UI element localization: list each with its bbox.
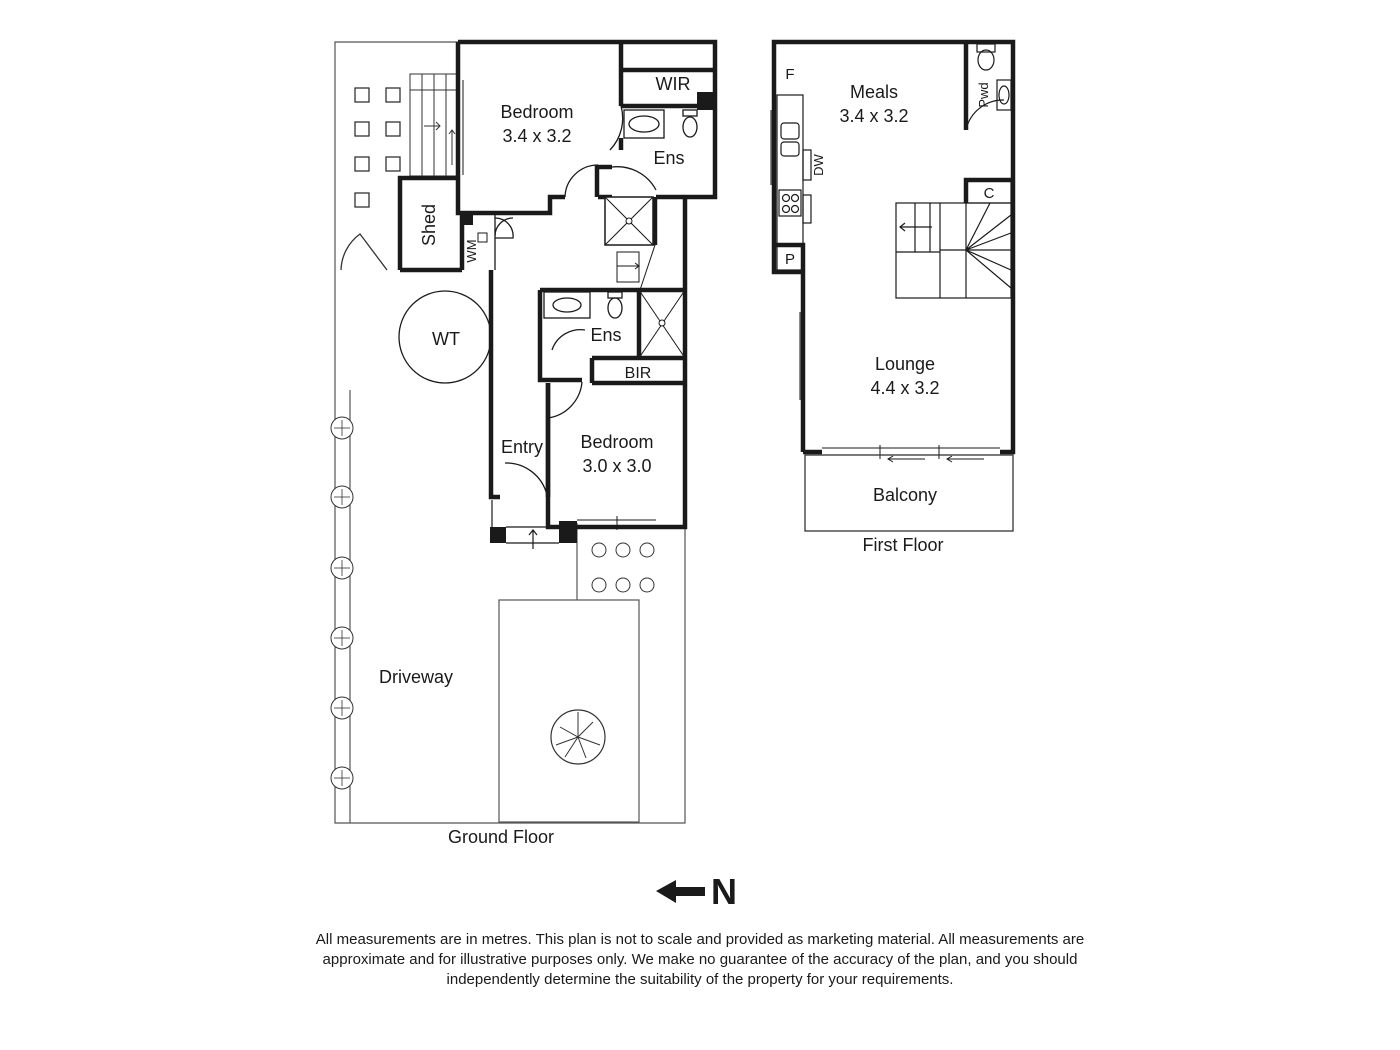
balcony-outline (804, 454, 1014, 532)
lounge-name: Lounge (875, 354, 935, 374)
north-arrow: N (656, 871, 737, 912)
driveway-label: Driveway (379, 667, 453, 687)
bir-label: BIR (625, 365, 652, 382)
f-label: F (785, 66, 794, 83)
wir-label: WIR (656, 74, 691, 94)
ens1-label: Ens (653, 148, 684, 168)
wt-label: WT (432, 329, 460, 349)
north-label: N (711, 871, 737, 912)
wm-label: WM (464, 239, 479, 262)
disclaimer-line-3: independently determine the suitability … (446, 971, 954, 988)
disclaimer: All measurements are in metres. This pla… (200, 930, 1200, 990)
p-label: P (785, 251, 795, 268)
bedroom2-size: 3.0 x 3.0 (582, 456, 651, 476)
dw-label: DW (811, 153, 826, 175)
side-gate-icon (340, 233, 388, 271)
pwd-label: Pwd (976, 82, 991, 107)
garden-bed (498, 599, 640, 823)
internal-stairs-first (895, 202, 1012, 299)
external-steps (409, 73, 459, 177)
bedroom2-name: Bedroom (580, 432, 653, 452)
driveway-boundary (334, 270, 686, 824)
stepping-pavers (354, 87, 401, 208)
shed-label: Shed (419, 204, 439, 246)
meals-name: Meals (850, 82, 898, 102)
kitchen-bench (776, 94, 812, 246)
ground-floor-plan: Bedroom 3.4 x 3.2 WIR Ens Shed WM WT Ens… (330, 39, 718, 847)
balcony-label: Balcony (873, 485, 937, 505)
water-tank (398, 290, 492, 384)
ens2-label: Ens (590, 325, 621, 345)
first-floor-caption: First Floor (863, 535, 944, 555)
c-label: C (984, 185, 995, 202)
ensuite-fixtures (543, 109, 698, 319)
disclaimer-line-1: All measurements are in metres. This pla… (315, 931, 1085, 948)
powder-fixtures (965, 43, 1012, 131)
planter-pots (591, 542, 655, 593)
balcony-sliding-doors (822, 445, 1000, 463)
north-arrow-icon (656, 880, 705, 903)
meals-size: 3.4 x 3.2 (839, 106, 908, 126)
bedroom1-size: 3.4 x 3.2 (502, 126, 571, 146)
lounge-size: 4.4 x 3.2 (870, 378, 939, 398)
entry-label: Entry (501, 437, 543, 457)
ground-floor-caption: Ground Floor (448, 827, 554, 847)
internal-stairs-ground (612, 244, 656, 291)
site-boundary (334, 41, 458, 270)
disclaimer-line-2: approximate and for illustrative purpose… (322, 951, 1078, 968)
first-floor-plan: F Meals 3.4 x 3.2 Pwd DW C P Lounge 4.4 … (770, 39, 1016, 555)
bedroom1-name: Bedroom (500, 102, 573, 122)
door-swings-ground (494, 105, 657, 496)
